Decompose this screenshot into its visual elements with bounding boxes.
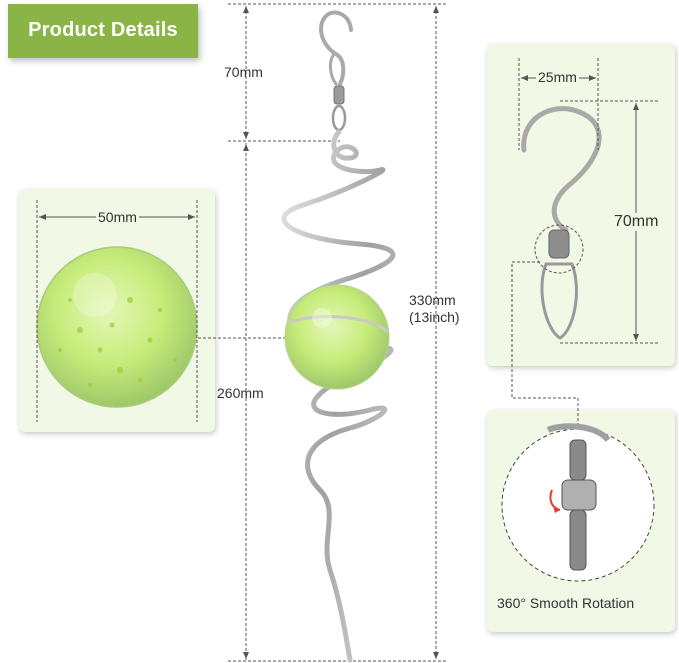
hook-length-label: 70mm: [224, 64, 263, 80]
banner-title: Product Details: [28, 19, 178, 41]
spiral-length-label: 260mm: [217, 385, 264, 401]
hook-detail-illustration: [521, 106, 602, 233]
hook-detail-panel: [487, 44, 675, 366]
product-details-banner: Product Details: [8, 4, 198, 58]
hook-detail-length-label: 70mm: [612, 213, 661, 231]
main-swivel: [331, 85, 347, 132]
total-length-label: 330mm: [409, 292, 456, 308]
dimension-lines: [198, 3, 446, 662]
swivel-caption: 360° Smooth Rotation: [497, 595, 635, 611]
hook-width-label: 25mm: [536, 69, 579, 85]
total-length-inch-label: (13inch): [409, 309, 460, 325]
ball-diameter-label: 50mm: [96, 209, 139, 225]
main-glass-ball: [284, 284, 390, 390]
swivel-closeup: [501, 423, 655, 582]
detail-glass-ball: [36, 246, 198, 408]
main-spiral: [281, 129, 396, 663]
dimension-arrows: [243, 6, 439, 659]
hook-detail-swivel: [534, 224, 584, 340]
main-hook: [319, 10, 353, 86]
